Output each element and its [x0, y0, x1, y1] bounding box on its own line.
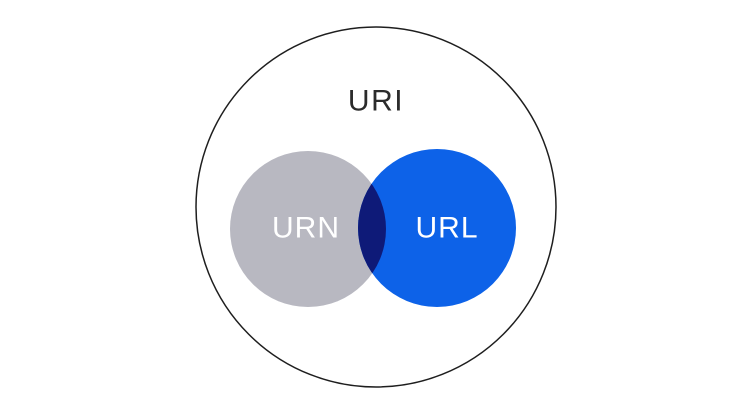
url-label: URL	[415, 212, 478, 245]
urn-label: URN	[272, 212, 340, 245]
url-circle	[358, 149, 516, 307]
uri-label: URI	[348, 85, 404, 118]
urn-circle	[230, 151, 386, 307]
